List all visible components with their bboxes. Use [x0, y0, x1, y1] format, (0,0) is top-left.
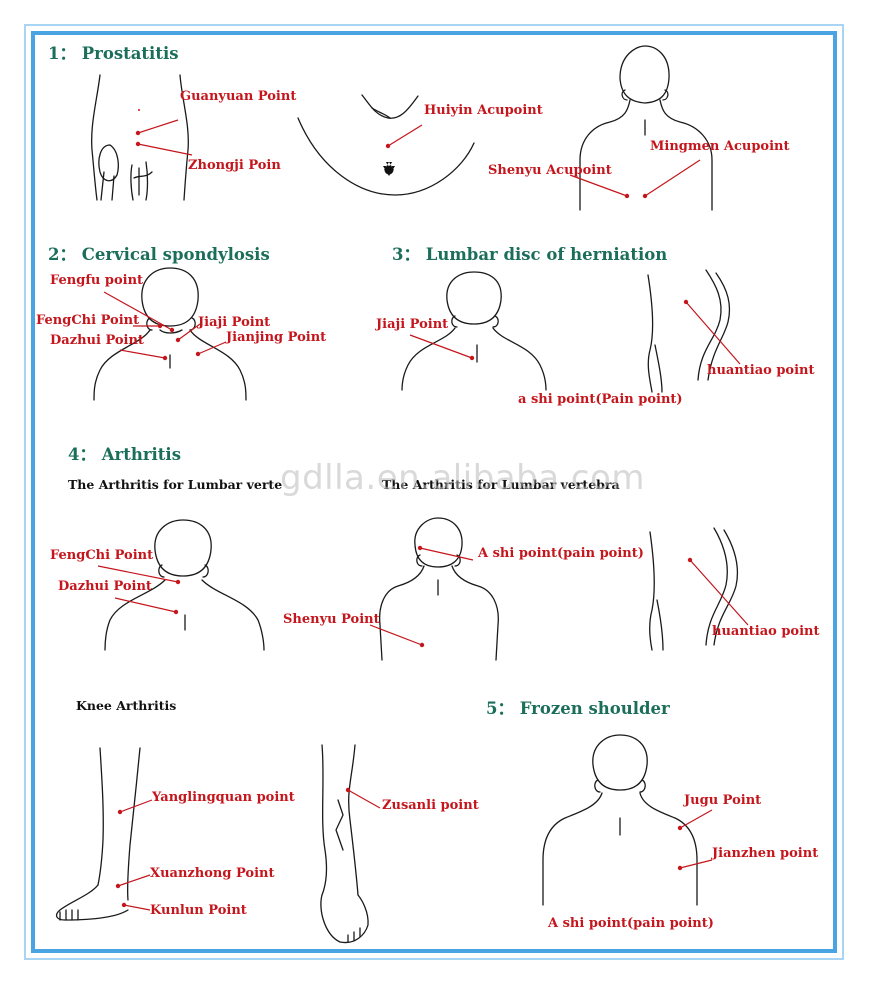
- label-jiaji-1: Jiaji Point: [198, 315, 271, 330]
- subheading-lumbar-left: The Arthritis for Lumbar verte: [68, 477, 283, 492]
- neck-figure-cervical: [93, 267, 247, 401]
- back-figure-arthritis: [379, 517, 499, 661]
- label-ashi-3: A shi point(pain point): [548, 916, 714, 931]
- neck-figure-lumbar: [401, 271, 547, 391]
- label-kunlun: Kunlun Point: [150, 903, 247, 918]
- label-jianjing: Jianjing Point: [226, 330, 327, 345]
- label-jiaji-2: Jiaji Point: [376, 317, 449, 332]
- leg-figure-arthritis: [649, 527, 739, 651]
- leg-figure-lumbar: [647, 269, 731, 393]
- outer-frame: [24, 24, 844, 960]
- label-dazhui-2: Dazhui Point: [58, 579, 152, 594]
- label-huantiao-2: huantiao point: [712, 624, 820, 639]
- back-figure: [579, 45, 713, 211]
- label-zhongji: Zhongji Poin: [188, 158, 281, 173]
- label-mingmen: Mingmen Acupoint: [650, 139, 790, 154]
- subheading-knee-arthritis: Knee Arthritis: [76, 698, 177, 713]
- label-fengchi-1: FengChi Point: [36, 313, 140, 328]
- label-huiyin: Huiyin Acupoint: [424, 103, 543, 118]
- label-shenyu-acupoint: Shenyu Acupoint: [488, 163, 612, 178]
- abdomen-figure: [90, 74, 189, 201]
- shoulder-figure: [542, 734, 698, 906]
- label-fengfu: Fengfu point: [50, 273, 144, 288]
- label-yanglingquan: Yanglingquan point: [152, 790, 295, 805]
- watermark: gdlla.en.alibaba.com: [280, 458, 645, 498]
- heading-cervical-spondylosis: 2： Cervical spondylosis: [48, 245, 270, 264]
- label-guanyuan: Guanyuan Point: [180, 89, 297, 104]
- perineum-figure: [297, 94, 475, 196]
- label-xuanzhong: Xuanzhong Point: [150, 866, 275, 881]
- neck-figure-arthritis: [104, 519, 265, 651]
- heading-lumbar-disc: 3： Lumbar disc of herniation: [392, 245, 668, 264]
- heading-prostatitis: 1： Prostatitis: [48, 44, 179, 63]
- label-shenyu: Shenyu Point: [283, 612, 380, 627]
- label-huantiao-1: huantiao point: [707, 363, 815, 378]
- inner-frame: [31, 31, 837, 953]
- knee-leg-front: [320, 744, 369, 944]
- knee-leg-side: [55, 747, 141, 921]
- label-ashi-2: A shi point(pain point): [478, 546, 644, 561]
- heading-arthritis: 4： Arthritis: [68, 445, 181, 464]
- heading-frozen-shoulder: 5： Frozen shoulder: [486, 699, 670, 718]
- label-fengchi-2: FengChi Point: [50, 548, 154, 563]
- label-zusanli: Zusanli point: [382, 798, 479, 813]
- label-jianzhen: Jianzhen point: [712, 846, 819, 861]
- subheading-lumbar-right: The Arthritis for Lumbar vertebra: [382, 477, 620, 492]
- label-ashi-1: a shi point(Pain point): [518, 392, 683, 407]
- label-jugu: Jugu Point: [684, 793, 762, 808]
- label-dazhui-1: Dazhui Point: [50, 333, 144, 348]
